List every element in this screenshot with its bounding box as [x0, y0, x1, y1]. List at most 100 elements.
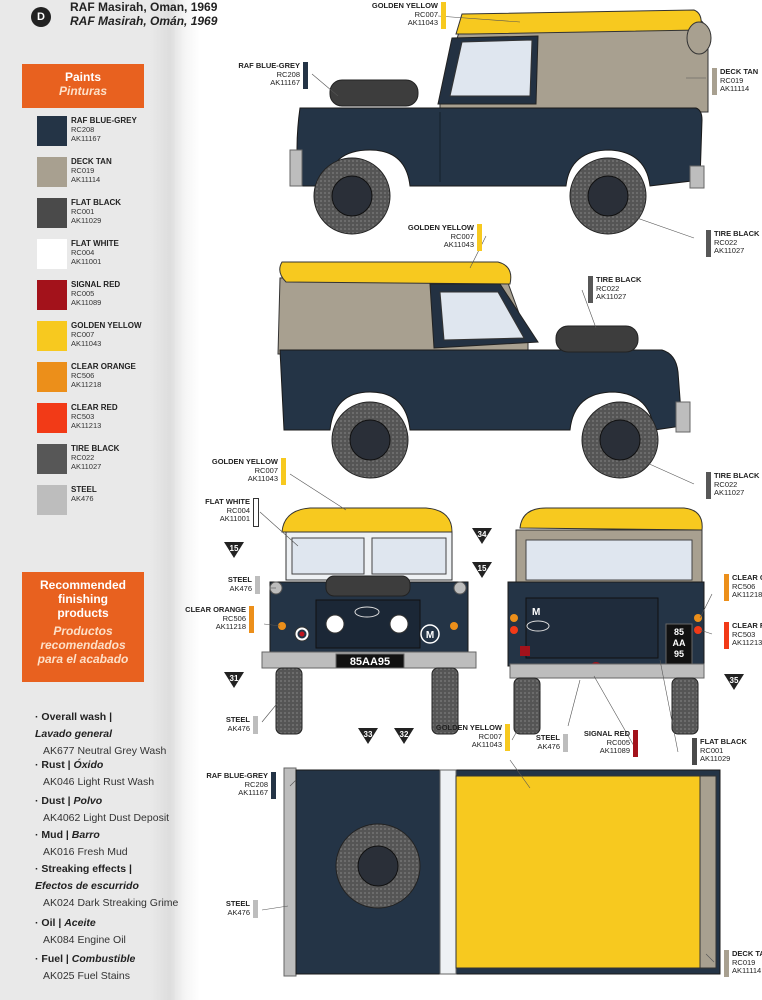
paint-code: RC004: [71, 248, 95, 257]
callout-paint-code: AK11114: [732, 966, 762, 975]
paint-code: RC506: [71, 371, 95, 380]
finishing-en: Rust |: [41, 759, 71, 771]
sidebar-torn-edge: [150, 0, 200, 1000]
paint-code: RC019: [71, 166, 95, 175]
top-windscreen: [439, 769, 457, 975]
front-logo: [354, 606, 380, 618]
marker-32: 32: [394, 728, 414, 744]
marker-35: 35: [724, 674, 744, 690]
callout-paint-code: RC004: [226, 505, 250, 515]
callout-paint-code: AK11218: [732, 590, 762, 599]
front-plate-text: 85AA95: [350, 656, 390, 668]
paint-swatch: [37, 116, 67, 146]
callout-paint-code: RC022: [596, 283, 620, 293]
marker-15-rear: 15: [472, 562, 492, 578]
callout-paint-code: RC506: [222, 613, 246, 623]
callout-paint-code: AK11043: [443, 240, 474, 249]
finishing-panel: Recommended finishing products Productos…: [22, 572, 144, 682]
paint-swatch: [37, 485, 67, 515]
callout-paint-code: AK11043: [247, 474, 278, 483]
callout-paint-code: AK11043: [471, 740, 502, 749]
finishing-product-code: AK046 Light Rust Wash: [43, 776, 155, 788]
svg-text:35: 35: [730, 676, 739, 685]
callout-paint-name: DECK TAN: [720, 67, 759, 76]
headlight-right: [389, 614, 409, 634]
callout-paint-code: RC022: [714, 479, 738, 489]
marker-31: 31: [224, 672, 244, 688]
rear-light-right: [694, 626, 702, 634]
finishing-es: Aceite: [64, 917, 96, 929]
rear-indicator-right: [694, 614, 702, 622]
side-view-right: [289, 9, 712, 235]
callout-color-chip: [303, 62, 308, 89]
callout-paint-code: AK11089: [599, 746, 630, 755]
callout-color-chip: [588, 276, 593, 303]
finishing-product-code: AK024 Dark Streaking Grime: [43, 897, 179, 909]
front-roof: [281, 507, 453, 533]
paint-code: RC208: [71, 125, 95, 134]
callout-paint-name: CLEAR ORANGE: [185, 605, 246, 614]
callout-color-chip: [712, 68, 717, 95]
hub-front-left: [599, 419, 641, 461]
hub-rear-right: [587, 175, 629, 217]
finishing-es: Óxido: [73, 759, 104, 771]
window-glass-right: [449, 39, 533, 97]
callout-paint-code: RC503: [732, 629, 756, 639]
callout-paint-name: GOLDEN YELLOW: [211, 457, 278, 466]
finishing-title-1: Recommended: [39, 578, 127, 592]
callout-paint-code: AK11114: [720, 84, 750, 93]
finishing-es-line: Lavado general: [35, 727, 112, 742]
paint-swatch: [37, 444, 67, 474]
finishing-title-3: products: [57, 606, 109, 620]
finishing-es: Polvo: [73, 795, 103, 807]
callout-paint-code: RC506: [732, 581, 756, 591]
callout-paint-code: RC007: [414, 9, 438, 19]
paint-name: FLAT BLACK: [71, 198, 122, 207]
callout-paint-name: GOLDEN YELLOW: [435, 723, 502, 732]
callout-paint-code: AK11029: [700, 754, 731, 763]
paints-panel-title: Paints: [64, 70, 101, 84]
callout-paint-name: TIRE BLACK: [596, 275, 642, 284]
finishing-es: Barro: [71, 829, 100, 841]
markers: 15 31 33 32 34 15 35: [224, 528, 744, 744]
finishing-product-code: AK084 Engine Oil: [43, 934, 126, 946]
paint-swatch: [37, 321, 67, 351]
hub-rear-left: [349, 419, 391, 461]
paint-swatch: [37, 239, 67, 269]
svg-text:32: 32: [400, 730, 409, 739]
rear-roof: [519, 507, 703, 531]
finishing-en: Oil |: [41, 917, 62, 929]
finishing-item: · Dust | Polvo: [35, 794, 102, 809]
rear-tire-right: [671, 677, 699, 735]
callout-paint-code: RC208: [244, 779, 268, 789]
finishing-title-es-2: recomendados: [40, 638, 126, 652]
top-rolled-canvas: [699, 775, 717, 969]
paint-name: RAF BLUE-GREY: [71, 116, 137, 125]
paint-name: STEEL: [71, 485, 97, 494]
bullet: ·: [35, 829, 42, 841]
callout-color-chip: [505, 724, 510, 751]
callout-paint-name: GOLDEN YELLOW: [407, 223, 474, 232]
rear-m-letter: M: [532, 607, 540, 618]
canvas-roof-right: [455, 9, 702, 35]
callout-paint-name: STEEL: [535, 733, 560, 742]
paint-code: AK11027: [71, 462, 102, 471]
rear-light-left: [510, 626, 518, 634]
callout-color-chip: [724, 622, 729, 649]
paint-code: RC001: [71, 207, 95, 216]
callout-color-chip: [253, 716, 258, 734]
finishing-item: · Fuel | Combustible: [35, 952, 135, 967]
paint-code: RC022: [71, 453, 95, 462]
paint-name: CLEAR ORANGE: [71, 362, 136, 371]
finishing-title-2: finishing: [58, 592, 108, 606]
